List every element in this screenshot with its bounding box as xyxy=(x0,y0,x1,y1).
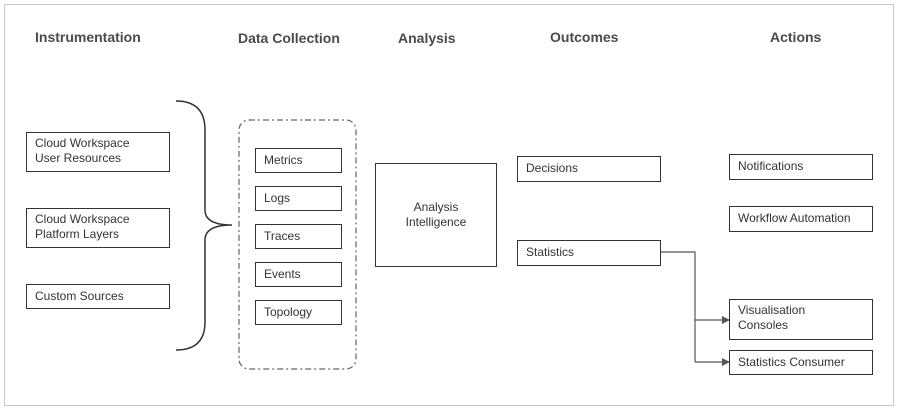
box-label-line: Intelligence xyxy=(405,215,467,229)
box-label-line: Events xyxy=(264,267,301,281)
box-label-line: Workflow Automation xyxy=(738,211,851,225)
box-label-line: Traces xyxy=(264,229,301,243)
box-custom-sources: Custom Sources xyxy=(26,284,170,309)
box-statistics-consumer: Statistics Consumer xyxy=(729,350,873,375)
box-logs: Logs xyxy=(255,186,342,211)
data-collection-group xyxy=(238,119,357,370)
box-decisions: Decisions xyxy=(517,156,661,182)
box-visualisation-consoles: Visualisation Consoles xyxy=(729,299,873,340)
box-topology: Topology xyxy=(255,300,342,325)
box-label-line: Notifications xyxy=(738,159,804,173)
heading-instrumentation: Instrumentation xyxy=(35,29,141,45)
box-label-line: Consoles xyxy=(738,318,789,332)
box-label-line: Decisions xyxy=(526,161,579,175)
heading-analysis: Analysis xyxy=(398,30,456,46)
box-label-line: Topology xyxy=(264,305,313,319)
box-analysis-intelligence: Analysis Intelligence xyxy=(375,163,497,267)
box-label-line: Analysis xyxy=(413,200,459,214)
box-label-line: Cloud Workspace xyxy=(35,212,130,226)
heading-actions: Actions xyxy=(770,29,822,45)
instrumentation-brace xyxy=(175,100,233,351)
statistics-connector xyxy=(660,251,696,362)
box-statistics: Statistics xyxy=(517,240,661,266)
box-label-line: Cloud Workspace xyxy=(35,136,130,150)
box-events: Events xyxy=(255,262,342,287)
box-traces: Traces xyxy=(255,224,342,249)
heading-data-collection: Data Collection xyxy=(238,30,340,46)
box-label-line: User Resources xyxy=(35,151,122,165)
box-label-line: Platform Layers xyxy=(35,227,120,241)
box-label-line: Visualisation xyxy=(738,303,806,317)
box-label-line: Metrics xyxy=(264,153,303,167)
box-label-line: Logs xyxy=(264,191,291,205)
box-label-line: Statistics xyxy=(526,245,575,259)
box-notifications: Notifications xyxy=(729,154,873,180)
heading-outcomes: Outcomes xyxy=(550,29,619,45)
box-cloud-workspace-user-resources: Cloud Workspace User Resources xyxy=(26,132,170,172)
box-label-line: Custom Sources xyxy=(35,289,124,303)
box-metrics: Metrics xyxy=(255,148,342,173)
diagram-frame xyxy=(4,4,894,406)
box-label-line: Statistics Consumer xyxy=(738,355,845,369)
box-workflow-automation: Workflow Automation xyxy=(729,206,873,232)
box-cloud-workspace-platform-layers: Cloud Workspace Platform Layers xyxy=(26,208,170,248)
